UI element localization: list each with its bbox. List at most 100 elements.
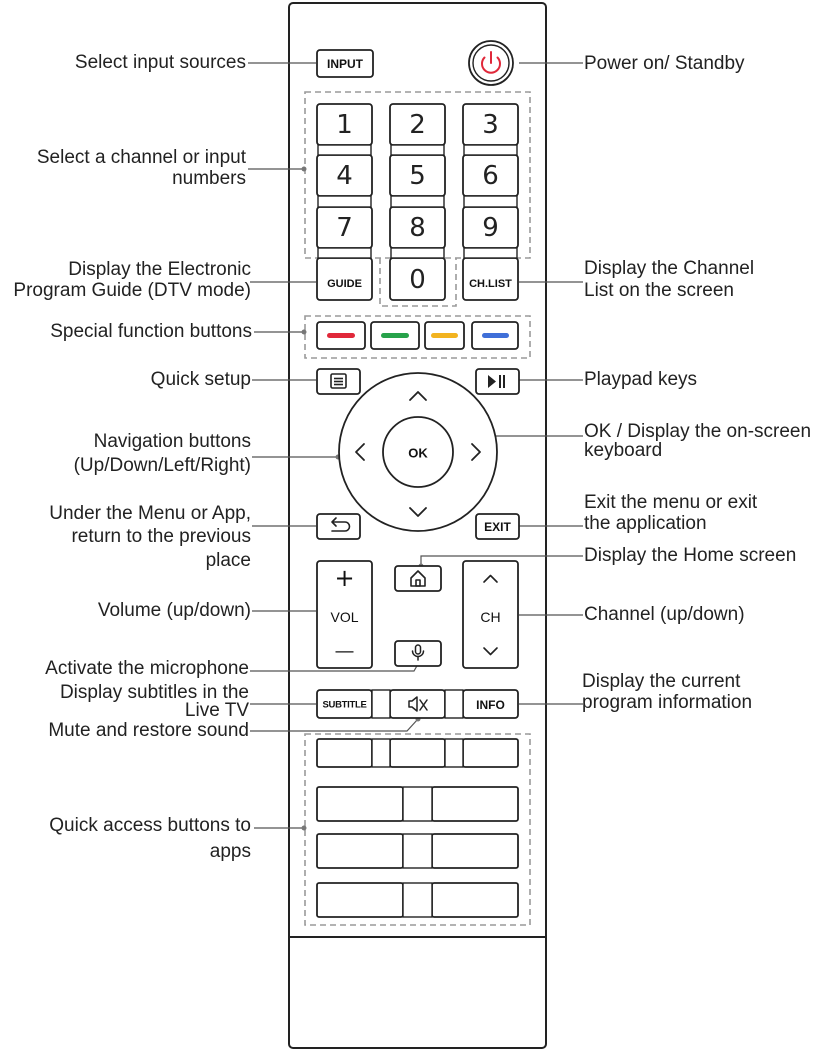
label-exit-line2: the application: [584, 513, 707, 534]
label-quick-setup: Quick setup: [150, 369, 251, 390]
app-button-7[interactable]: [431, 833, 519, 869]
subtitle-button-label: SUBTITLE: [322, 699, 367, 711]
back-arrow-icon: [331, 517, 351, 532]
leader-dot-numbers: [301, 166, 307, 172]
red-bar: [327, 333, 355, 338]
digit-7-label: 7: [336, 213, 353, 243]
ok-button-label: OK: [408, 445, 428, 461]
chevron-down-icon[interactable]: [409, 507, 427, 517]
home-icon: [410, 570, 426, 587]
label-mic: Activate the microphone: [45, 658, 249, 679]
column-bar-4: [317, 195, 372, 208]
label-back-line2: return to the previous: [71, 526, 251, 547]
leader-dot-special: [301, 329, 307, 335]
volume-rocker[interactable]: [316, 560, 373, 669]
color-group-box: [304, 315, 531, 359]
menu-icon: [330, 373, 347, 389]
digit-2-label: 2: [409, 110, 426, 140]
yellow-bar: [431, 333, 458, 338]
exit-button[interactable]: [475, 513, 520, 540]
chevron-right-icon[interactable]: [471, 443, 481, 461]
ch-label: CH: [480, 609, 501, 625]
app-button-6[interactable]: [316, 833, 404, 869]
label-nav-line2: (Up/Down/Left/Right): [73, 455, 251, 476]
label-epg-line2: Program Guide (DTV mode): [13, 280, 251, 301]
label-ok-line1: OK / Display the on-screen: [584, 421, 812, 442]
microphone-icon: [411, 644, 425, 661]
column-bar-5: [390, 195, 445, 208]
exit-button-label: EXIT: [484, 520, 511, 534]
chevron-left-icon[interactable]: [355, 443, 365, 461]
app-button-1[interactable]: [316, 738, 373, 768]
label-epg-line1: Display the Electronic: [68, 259, 251, 280]
label-subtitle-line1: Display subtitles in the: [59, 682, 249, 703]
label-home: Display the Home screen: [584, 545, 797, 566]
play-pause-button[interactable]: [475, 368, 520, 395]
label-nav-line1: Navigation buttons: [93, 431, 251, 452]
label-ok-line2: keyboard: [584, 440, 663, 461]
green-bar: [381, 333, 409, 338]
column-bar-7: [317, 247, 372, 259]
column-bar-3: [463, 144, 518, 156]
digit-1-label: 1: [336, 110, 353, 140]
ok-button[interactable]: [382, 416, 454, 488]
label-info-line1: Display the current: [582, 671, 741, 692]
label-info-line2: program information: [582, 692, 753, 713]
channel-down-icon[interactable]: [483, 647, 498, 656]
label-apps-line1: Quick access buttons to: [49, 815, 251, 836]
input-button[interactable]: [316, 49, 374, 78]
leader-home: [420, 555, 583, 565]
column-bar-6: [463, 195, 518, 208]
label-channel-line1: Select a channel or input: [36, 147, 246, 168]
label-power: Power on/ Standby: [584, 53, 745, 74]
label-input-sources: Select input sources: [74, 52, 246, 73]
guide-button-label: GUIDE: [327, 278, 362, 290]
blue-bar: [482, 333, 509, 338]
digit-5-label: 5: [409, 161, 426, 191]
home-button[interactable]: [394, 565, 442, 592]
label-special: Special function buttons: [50, 321, 252, 342]
digit-3-label: 3: [482, 110, 499, 140]
app-button-8[interactable]: [316, 882, 404, 918]
power-icon: [481, 51, 501, 74]
app-button-2[interactable]: [389, 738, 446, 768]
digit-9-label: 9: [482, 213, 499, 243]
column-bar-1: [317, 144, 372, 156]
label-playpad: Playpad keys: [584, 369, 698, 390]
label-chlist-line1: Display the Channel: [584, 258, 755, 279]
label-exit-line1: Exit the menu or exit: [584, 492, 758, 513]
app-divider-5: [402, 882, 433, 918]
app-divider-4: [402, 833, 433, 869]
apps-group-box: [304, 733, 531, 926]
zero-group-box: [379, 258, 457, 307]
back-button[interactable]: [316, 513, 361, 540]
label-apps-line2: apps: [209, 841, 251, 862]
column-bar-9: [463, 247, 518, 259]
label-volume: Volume (up/down): [97, 600, 251, 621]
digit-4-label: 4: [336, 161, 353, 191]
app-divider-2: [444, 738, 464, 768]
column-bar-2: [390, 144, 445, 156]
chlist-button-label: CH.LIST: [469, 278, 512, 290]
vol-minus-label: —: [335, 640, 354, 661]
label-channel: Channel (up/down): [584, 604, 745, 625]
channel-rocker[interactable]: [462, 560, 519, 669]
column-bar-8: [390, 247, 445, 259]
channel-up-icon[interactable]: [483, 574, 498, 583]
label-back-line1: Under the Menu or App,: [49, 503, 251, 524]
app-button-3[interactable]: [462, 738, 519, 768]
leader-dot-apps: [301, 825, 307, 831]
mute-icon: [408, 696, 428, 712]
app-button-5[interactable]: [431, 786, 519, 822]
label-back-line3: place: [205, 550, 251, 571]
app-divider-1: [371, 738, 391, 768]
info-button-label: INFO: [476, 698, 505, 712]
leader-mute: [250, 718, 419, 732]
digit-6-label: 6: [482, 161, 499, 191]
app-button-9[interactable]: [431, 882, 519, 918]
label-subtitle-line2: Live TV: [184, 700, 249, 721]
chevron-up-icon[interactable]: [409, 391, 427, 401]
app-button-4[interactable]: [316, 786, 404, 822]
